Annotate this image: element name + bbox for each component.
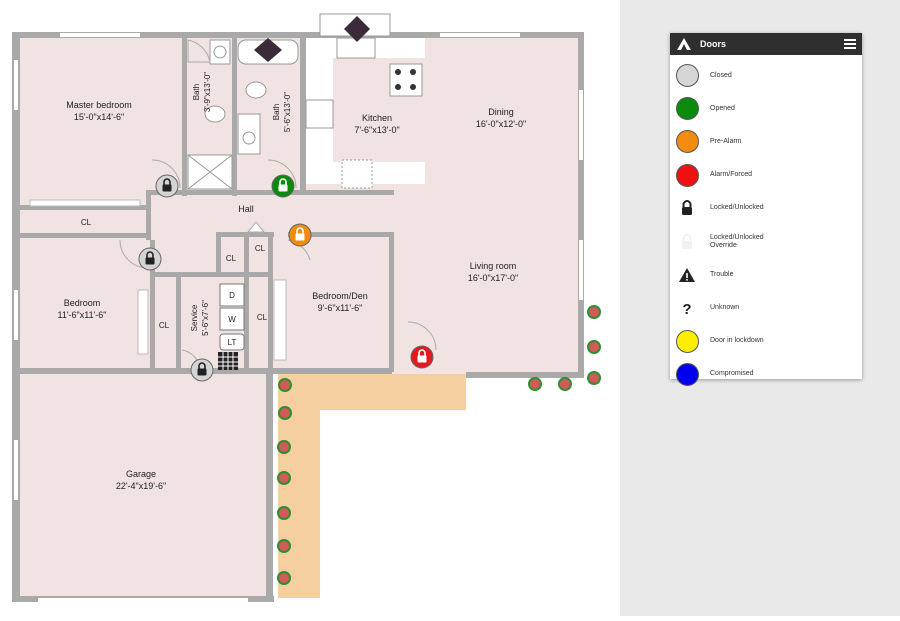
dryer <box>219 283 245 307</box>
dryer-label: D <box>229 291 235 300</box>
dishwasher <box>341 159 373 189</box>
legend-item: ? Unknown <box>670 291 862 324</box>
room-garage-name: Garage <box>126 469 156 479</box>
door-bath-marker[interactable] <box>271 174 295 198</box>
room-living-size: 16'-0"x17'-0" <box>468 273 518 283</box>
washer <box>219 307 245 331</box>
laundry-tub <box>219 333 245 351</box>
lock-icon <box>278 178 288 192</box>
app-logo-icon <box>677 38 691 50</box>
vent-icon <box>254 38 282 62</box>
door-bedroom-marker[interactable] <box>138 247 162 271</box>
closet-label: CL <box>255 244 266 253</box>
room-den-name: Bedroom/Den <box>312 291 368 301</box>
lock-icon <box>417 349 427 363</box>
room-service-name: Service <box>190 304 199 331</box>
lock-icon <box>197 362 207 376</box>
room-bath2-name: Bath <box>272 104 281 120</box>
lock-override-icon <box>682 233 692 249</box>
question-icon: ? <box>682 301 691 317</box>
legend-item-label: Locked/Unlocked <box>710 204 764 212</box>
legend-item-label: Compromised <box>710 370 754 378</box>
status-circle-icon <box>675 329 699 353</box>
door-den-marker[interactable] <box>288 223 312 247</box>
door-master-marker[interactable] <box>155 174 179 198</box>
room-bath1-size: 3'-9"x13'-0" <box>203 72 212 112</box>
legend-item: Locked/Unlocked <box>670 192 862 225</box>
lock-icon <box>162 178 172 192</box>
lock-icon <box>145 251 155 265</box>
closet-label: CL <box>226 254 237 263</box>
closet-label: CL <box>159 321 170 330</box>
washer-label: W <box>228 315 236 324</box>
legend-item: Alarm/Forced <box>670 159 862 192</box>
floor-plan-area: Master bedroom 15'-0"x14'-6" Bath 3'-9"x… <box>12 13 601 602</box>
legend-item-label: Opened <box>710 104 735 112</box>
room-dining-name: Dining <box>488 107 514 117</box>
legend-item-label: Trouble <box>710 270 734 278</box>
water-heater-icon <box>218 352 238 370</box>
room-bath2-size: 5'-6"x13'-0" <box>283 92 292 132</box>
room-bedroom-name: Bedroom <box>64 298 101 308</box>
room-hall-name: Hall <box>238 204 254 214</box>
room-service-size: 5'-6"x7'-6" <box>201 300 210 336</box>
hamburger-menu-icon[interactable] <box>844 39 856 49</box>
room-dining-size: 16'-0"x12'-0" <box>476 119 526 129</box>
room-kitchen-size: 7'-6"x13'-0" <box>354 125 399 135</box>
closet-label: CL <box>81 218 92 227</box>
legend-item-label: Door in lockdown <box>710 337 764 345</box>
legend-item: Compromised <box>670 358 862 391</box>
room-kitchen-name: Kitchen <box>362 113 392 123</box>
legend-title: Doors <box>700 39 727 49</box>
vent-icon <box>344 16 370 42</box>
status-circle-icon <box>675 64 699 87</box>
door-living-marker[interactable] <box>410 345 434 369</box>
garage-floor <box>16 370 272 602</box>
stove <box>389 63 423 97</box>
legend-item-label: Unknown <box>710 303 740 311</box>
room-bath1-name: Bath <box>192 84 201 100</box>
lock-icon <box>295 227 305 241</box>
status-circle-icon <box>675 130 699 154</box>
fridge <box>305 99 334 129</box>
shrub-icons <box>277 305 601 585</box>
room-master-name: Master bedroom <box>66 100 132 110</box>
legend-item: Trouble <box>670 258 862 291</box>
legend-item: Closed <box>670 59 862 92</box>
legend-item: Pre-Alarm <box>670 125 862 158</box>
room-master-size: 15'-0"x14'-6" <box>74 112 124 122</box>
legend-item-label: Locked/Unlocked Override <box>710 233 764 249</box>
room-garage-size: 22'-4"x19'-6" <box>116 481 166 491</box>
floor-plan: Master bedroom 15'-0"x14'-6" Bath 3'-9"x… <box>12 13 601 602</box>
closet-label: CL <box>257 313 268 322</box>
room-den-size: 9'-6"x11'-6" <box>318 303 363 313</box>
status-circle-icon <box>675 163 699 187</box>
legend-item: Door in lockdown <box>670 325 862 358</box>
svg-text:?: ? <box>682 301 691 317</box>
toilet <box>204 105 226 123</box>
toilet <box>245 81 267 99</box>
warning-icon <box>679 267 695 282</box>
laundry-tub-label: LT <box>228 338 237 347</box>
legend-header: Doors <box>670 33 862 55</box>
legend-item: Opened <box>670 92 862 125</box>
legend-item-label: Closed <box>710 71 732 79</box>
status-circle-icon <box>675 362 699 386</box>
sink <box>209 39 231 65</box>
room-bedroom-size: 11'-6"x11'-6" <box>57 310 106 320</box>
door-service-marker[interactable] <box>190 358 214 382</box>
legend-item-label: Alarm/Forced <box>710 171 753 179</box>
lock-icon <box>682 200 692 216</box>
legend-item: Locked/Unlocked Override <box>670 225 862 258</box>
legend-item-label: Pre-Alarm <box>710 137 742 145</box>
status-circle-icon <box>675 97 699 121</box>
room-living-name: Living room <box>470 261 517 271</box>
